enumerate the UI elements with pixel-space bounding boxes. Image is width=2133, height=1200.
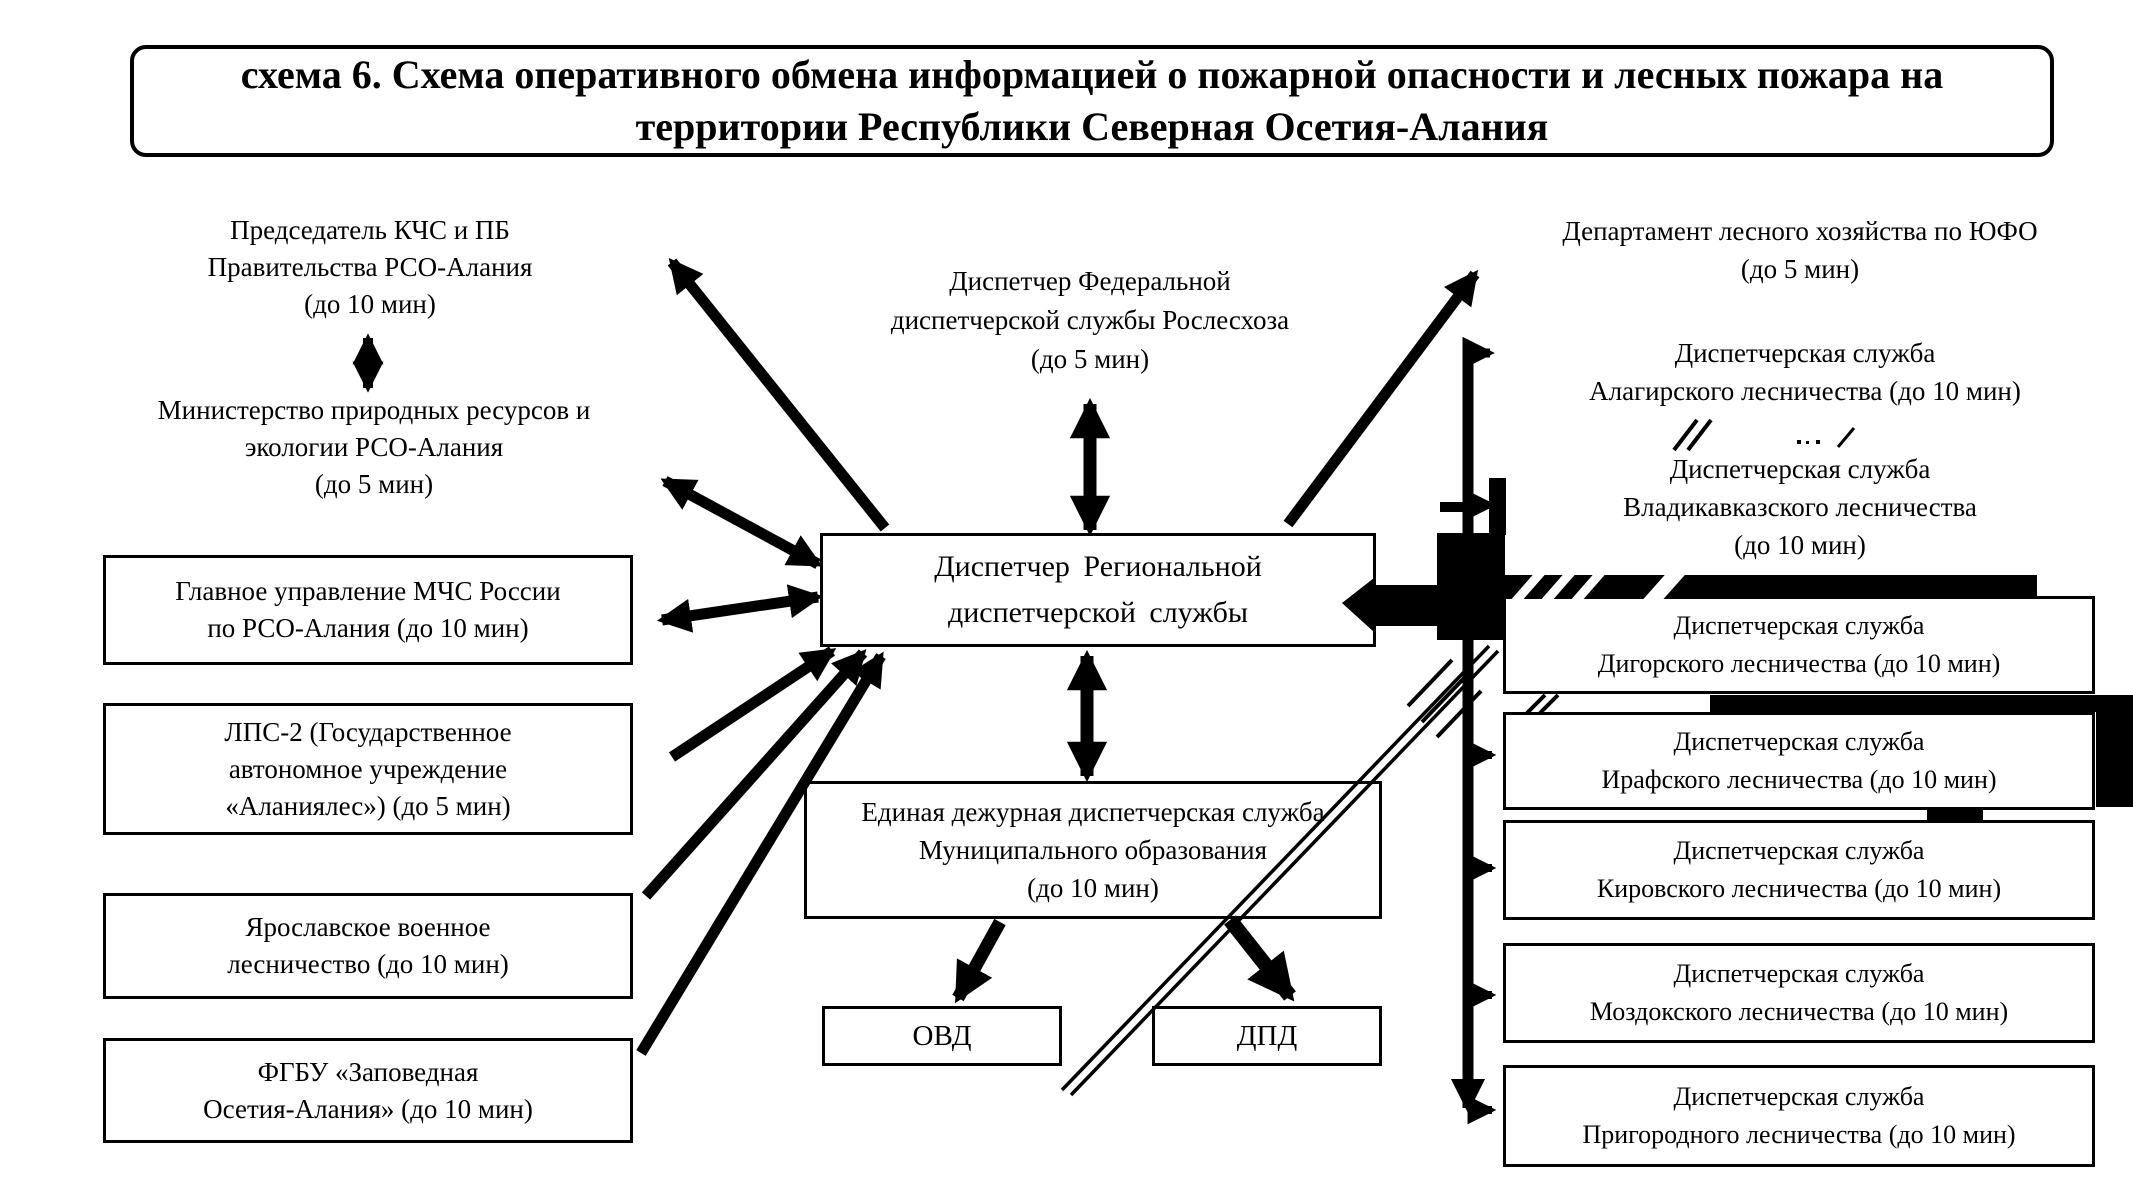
arrow-regional-emercom [656,584,824,633]
artifact-bar-digora-top [1462,575,2037,598]
node-edds-box: Единая дежурная диспетчерская служба Мун… [804,781,1382,919]
artifact-blob-stem [1489,478,1506,535]
node-ovd-box: ОВД [822,1006,1062,1066]
arrow-edds-to-dpd [1224,915,1296,1002]
diagram-title: схема 6. Схема оперативного обмена инфор… [130,45,2054,157]
node-fgbu-box: ФГБУ «Заповедная Осетия-Алания» (до 10 м… [103,1038,633,1143]
artifact-bar-iraf-top [1710,695,2133,712]
node-regional-dispatcher-box: Диспетчер Региональной диспетчерской слу… [820,533,1376,647]
node-department-ufo: Департамент лесного хозяйства по ЮФО (до… [1562,216,2038,284]
artifact-hatch [1406,658,1454,708]
artifact-hatch [1525,693,1547,715]
node-digora-box: Диспетчерская служба Дигорского лесничес… [1503,596,2095,694]
arrow-edds-to-ovd [952,918,1006,1004]
node-kirov-box: Диспетчерская служба Кировского лесничес… [1503,820,2095,920]
node-federal-dispatcher: Диспетчер Федеральной диспетчерской служ… [890,266,1290,374]
node-iraf-box: Диспетчерская служба Ирафского лесничест… [1503,712,2095,810]
artifact-hatch [1538,693,1560,715]
artifact-dot [1797,440,1801,444]
node-prigorodny-box: Диспетчерская служба Пригородного леснич… [1503,1065,2095,1167]
artifact-hatch [1435,689,1483,739]
artifact-double-slash [1686,418,1713,452]
artifact-double-slash [1672,418,1699,452]
node-chairman-kchs: Председатель КЧС и ПБ Правительства РСО-… [207,215,533,319]
node-dpd-box: ДПД [1152,1006,1382,1066]
artifact-dot [1816,440,1820,444]
arrow-lps2-to-regional [668,646,837,762]
node-emercom-box: Главное управление МЧС России по РСО-Ала… [103,555,633,665]
arrow-regional-ministry [660,476,823,569]
artifact-hatch [1420,674,1468,724]
artifact-blob-tick [1440,502,1478,512]
node-vladikavkaz-service: Диспетчерская служба Владикавказского ле… [1623,454,1977,560]
node-lps2-box: ЛПС-2 (Государственное автономное учрежд… [103,703,633,835]
node-alagir-service: Диспетчерская служба Алагирского лесниче… [1589,338,2021,406]
artifact-right-edge-block [2096,695,2133,807]
node-yaroslavskoe-box: Ярославское военное лесничество (до 10 м… [103,893,633,999]
node-mozdok-box: Диспетчерская служба Моздокского лесниче… [1503,943,2095,1043]
artifact-junction-blob [1437,533,1505,640]
artifact-slash [1836,427,1856,448]
node-ministry-nature: Министерство природных ресурсов и эколог… [157,395,591,499]
artifact-dot [1806,441,1809,444]
